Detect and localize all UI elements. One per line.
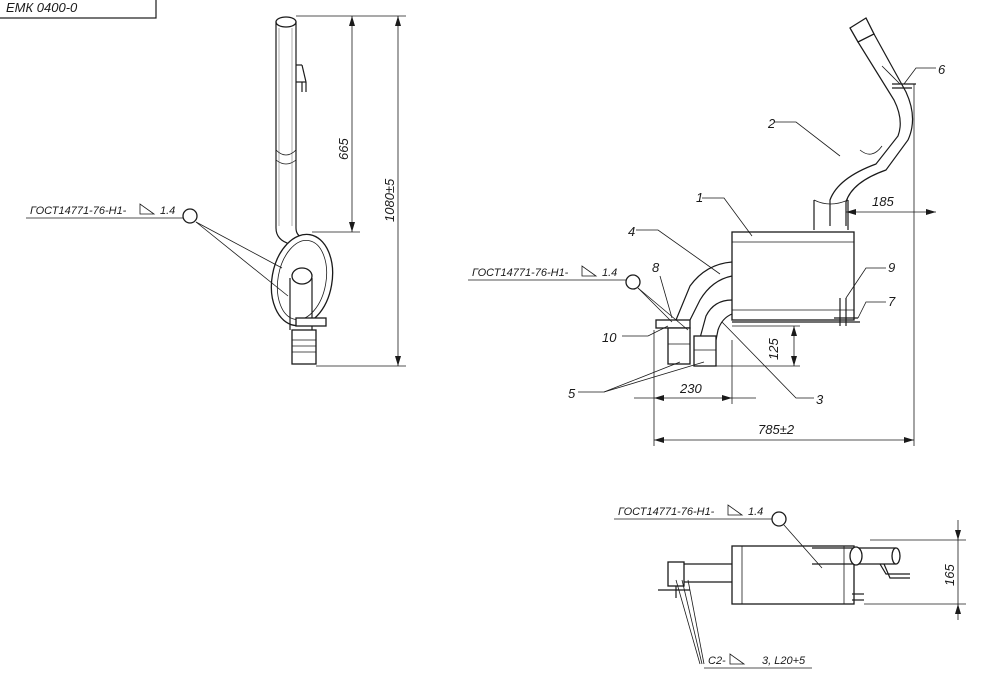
side-weld-note: ГОСТ14771-76-Н1- 1.4: [26, 203, 289, 297]
front-tailpipe: [655, 261, 733, 367]
callout-7: 7: [888, 294, 896, 309]
front-dim-length: 785±2: [758, 422, 795, 437]
top-dimensions: 165: [864, 520, 966, 620]
callout-9: 9: [888, 260, 895, 275]
callout-5: 5: [568, 386, 576, 401]
side-weld-text: ГОСТ14771-76-Н1-: [30, 205, 127, 217]
side-muffler: [270, 233, 334, 330]
front-callouts: 1 2 3 4 5 6 7 8 9 10: [568, 62, 946, 407]
callout-3: 3: [816, 392, 824, 407]
callout-1: 1: [696, 190, 703, 205]
title-block: ЕМК 0400-0: [0, 0, 157, 19]
callout-10: 10: [602, 330, 617, 345]
title-block-text: ЕМК 0400-0: [6, 0, 78, 15]
top-weld-note: ГОСТ14771-76-Н1- 1.4: [614, 504, 823, 569]
front-dim-spacing: 230: [679, 381, 702, 396]
callout-8: 8: [652, 260, 660, 275]
front-inlet-pipe: [813, 17, 914, 230]
side-tailpipe: [291, 329, 317, 365]
front-dim-height: 125: [766, 338, 781, 360]
top-weld-text: ГОСТ14771-76-Н1-: [618, 506, 715, 518]
top-weld2-spec: 3, L20+5: [762, 655, 806, 667]
top-dim-width: 165: [942, 564, 957, 586]
side-hanger: [296, 64, 307, 92]
top-weld-leg: 1.4: [748, 506, 763, 518]
top-muffler-body: [731, 545, 855, 605]
callout-6: 6: [938, 62, 946, 77]
top-bracket: [852, 593, 864, 601]
top-view: 165 ГОСТ14771-76-Н1- 1.4 С2- 3, L20+5: [614, 504, 966, 669]
front-dimensions: 185 125 230 785±2: [634, 84, 936, 446]
side-dim-upper: 665: [336, 138, 351, 160]
front-muffler-body: [731, 231, 860, 323]
side-dimensions: 665 1080±5: [296, 15, 406, 367]
side-pipe: [275, 16, 305, 245]
front-hanger-6: [892, 83, 916, 89]
front-weld-note: ГОСТ14771-76-Н1- 1.4: [468, 265, 689, 331]
side-dim-overall: 1080±5: [382, 178, 397, 222]
front-dim-offset: 185: [872, 194, 894, 209]
side-view: 665 1080±5 ГОСТ14771-76-Н1- 1.4: [26, 15, 406, 367]
front-bracket: [834, 298, 858, 326]
top-weld2-text: С2-: [708, 655, 726, 667]
top-inlet-pipe: [812, 546, 910, 579]
front-weld-leg: 1.4: [602, 267, 617, 279]
callout-2: 2: [767, 116, 776, 131]
front-view: 185 125 230 785±2 ГОСТ14771-76-Н1- 1.4: [468, 17, 946, 446]
front-weld-text: ГОСТ14771-76-Н1-: [472, 267, 569, 279]
side-weld-leg: 1.4: [160, 205, 175, 217]
top-outlet-pipe: [658, 561, 732, 598]
top-weld-note-2: С2- 3, L20+5: [675, 579, 812, 669]
callout-4: 4: [628, 224, 635, 239]
